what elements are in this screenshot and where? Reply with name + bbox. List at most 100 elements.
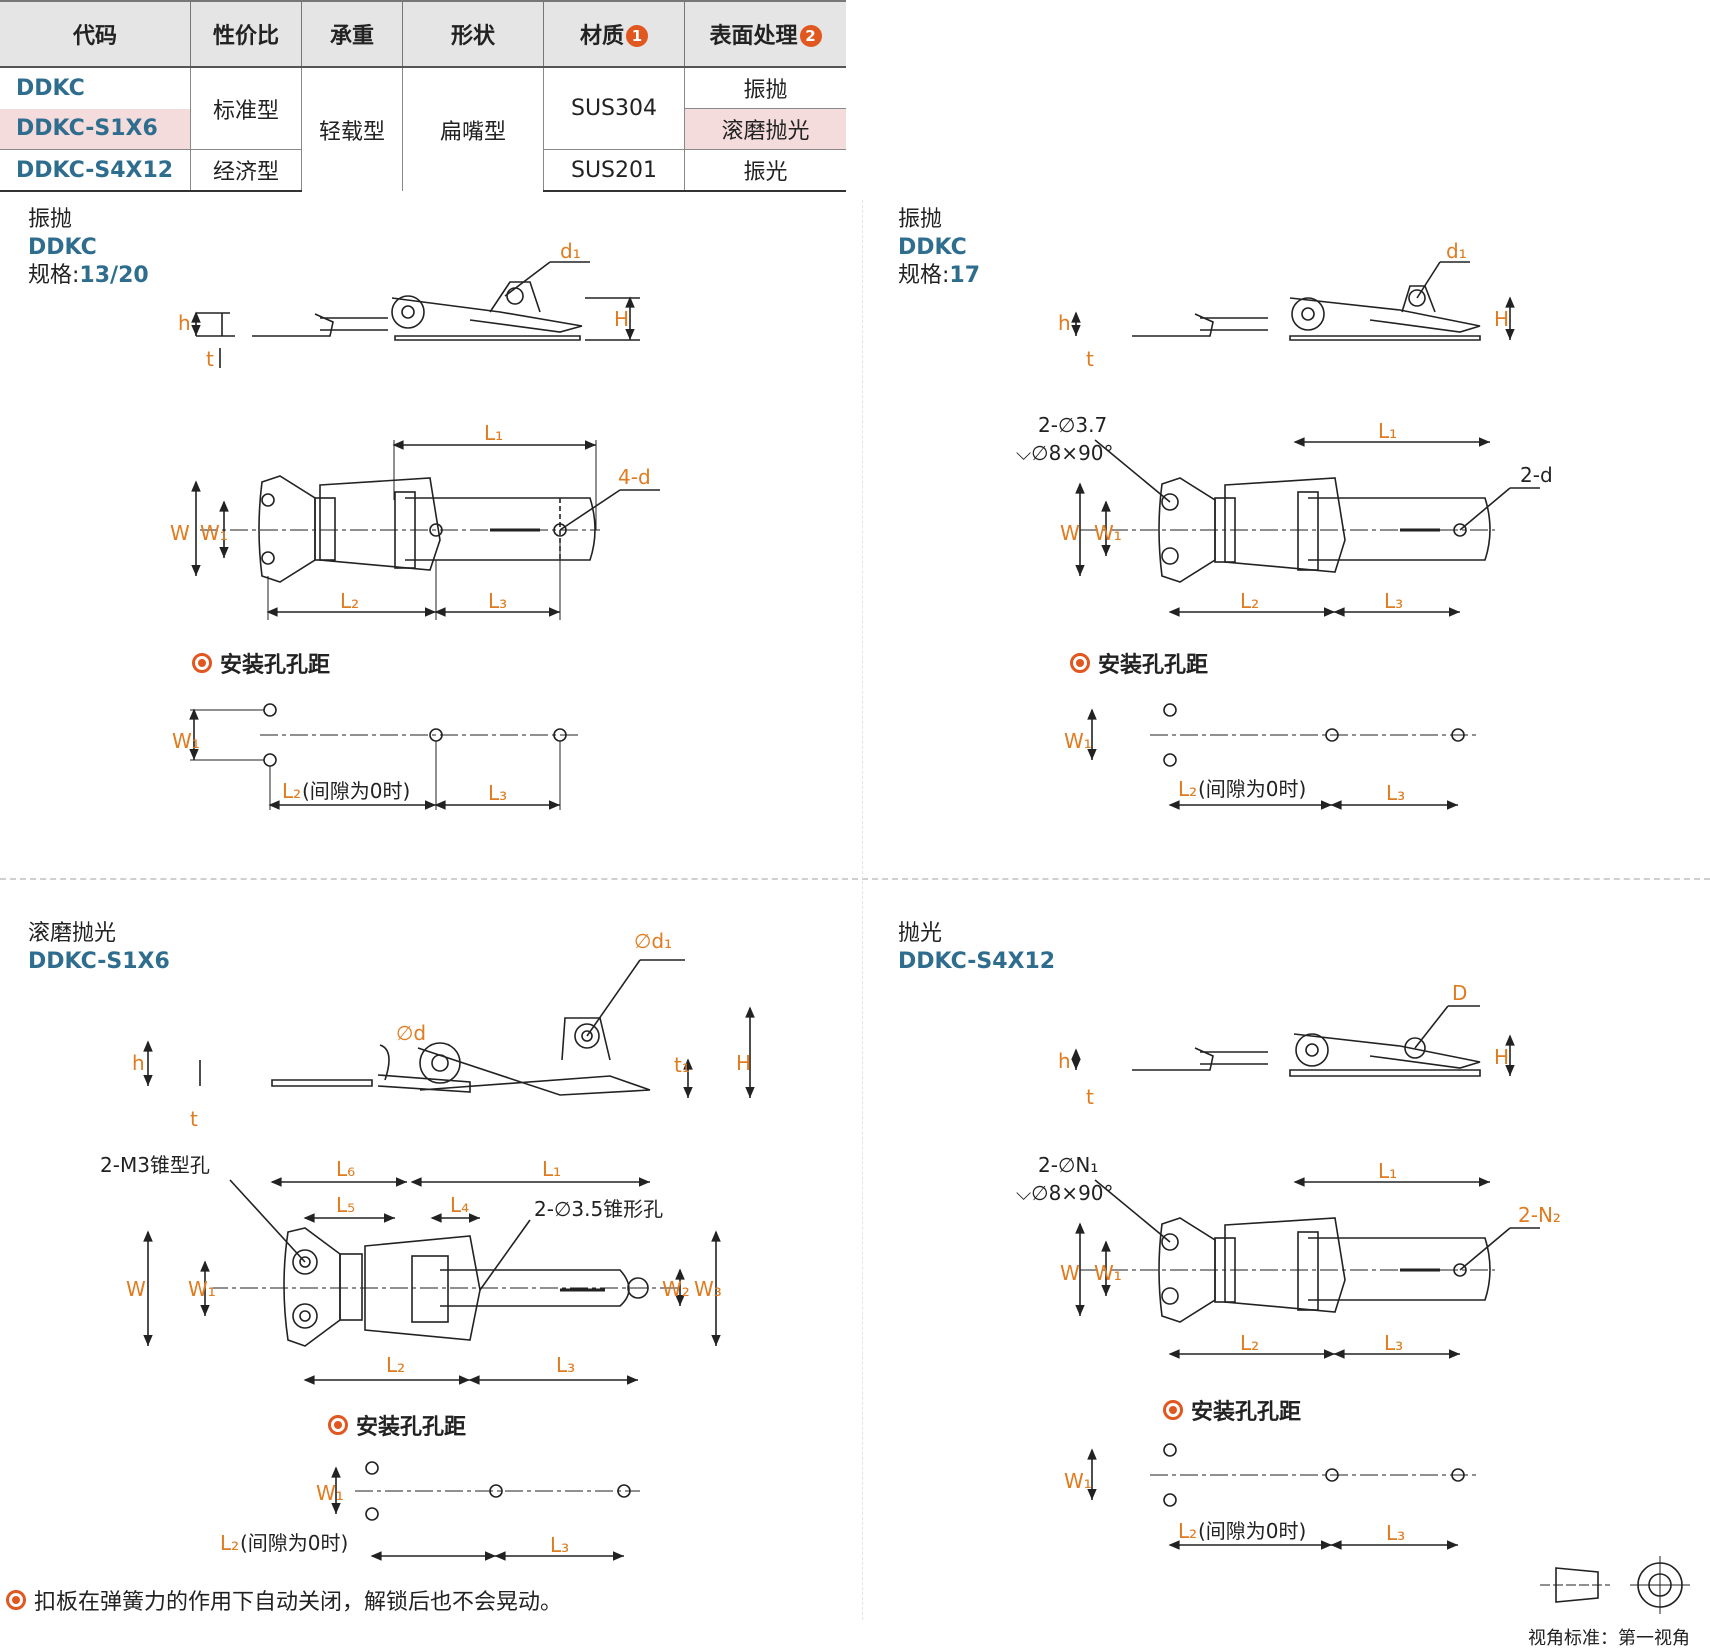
dim-taper-hole: 2-∅3.5锥形孔 (534, 1197, 663, 1221)
surface-cell: 振抛 (684, 67, 846, 109)
dim-L3: L₃ (1384, 1331, 1403, 1355)
dim-L2: L₂ (1240, 589, 1259, 613)
dim-hole-n1: 2-∅N₁ (1038, 1153, 1098, 1177)
bullet-icon (6, 1590, 26, 1610)
table-row: DDKC-S4X12 经济型 SUS201 振光 (0, 149, 846, 192)
dim-t: t (1086, 1085, 1094, 1109)
dim-t: t (206, 347, 214, 371)
header-code: 代码 (0, 0, 191, 68)
surface-cell: 滚磨抛光 (684, 108, 846, 150)
table-row: DDKC 标准型 轻载型 扁嘴型 SUS304 振抛 (0, 67, 846, 191)
shape-cell: 扁嘴型 (402, 67, 544, 191)
dim-h: h (132, 1051, 145, 1075)
dim-L2: L₂ (1178, 777, 1197, 801)
code-cell: DDKC (16, 75, 85, 101)
dim-4d: 4-d (618, 465, 651, 489)
dim-d1: d₁ (560, 239, 581, 263)
dim-L1: L₁ (484, 421, 503, 445)
dim-L1: L₁ (542, 1157, 561, 1181)
bullet-icon (328, 1415, 348, 1435)
dim-W: W (1060, 1261, 1080, 1285)
dim-L2: L₂ (386, 1353, 405, 1377)
dim-W1: W₁ (200, 521, 228, 545)
code-cell: DDKC-S1X6 (0, 108, 191, 150)
gap-note: (间隙为0时) (302, 779, 410, 803)
dim-W1: W₁ (316, 1481, 344, 1505)
finish-label: 振抛 (898, 207, 943, 232)
dim-W1: W₁ (1064, 1469, 1092, 1493)
dim-h: h (178, 311, 191, 335)
dim-D: D (1452, 981, 1467, 1005)
dim-t: t (1086, 347, 1094, 371)
panel-2-label: 振抛 DDKC 规格:17 (898, 206, 980, 290)
product-code: DDKC-S4X12 (898, 949, 1056, 974)
material-badge: 1 (626, 25, 648, 47)
dim-phi-d1: ∅d₁ (634, 929, 672, 953)
dim-2d: 2-d (1520, 463, 1553, 487)
header-cost: 性价比 (190, 0, 302, 68)
dim-L2: L₂ (282, 779, 301, 803)
spec-value: 17 (949, 263, 981, 288)
dim-L2: L₂ (220, 1531, 239, 1555)
dim-H: H (1494, 307, 1509, 331)
cost-cell: 标准型 (190, 67, 302, 150)
dim-L2: L₂ (1240, 1331, 1259, 1355)
column-divider (862, 200, 863, 1620)
install-label-2: 安装孔孔距 (1070, 647, 1208, 679)
product-code: DDKC (898, 235, 967, 260)
dim-W: W (126, 1277, 146, 1301)
dim-W1: W₁ (1094, 1261, 1122, 1285)
dim-W1: W₁ (188, 1277, 216, 1301)
dim-W1: W₁ (1094, 521, 1122, 545)
dim-d1: d₁ (1446, 239, 1467, 263)
gap-note: (间隙为0时) (240, 1531, 348, 1555)
dim-2-N2: 2-N₂ (1518, 1203, 1561, 1227)
finish-label: 抛光 (898, 921, 943, 946)
dim-L3: L₃ (1386, 1521, 1405, 1545)
view-standard-label: 视角标准：第一视角 (1528, 1628, 1690, 1649)
dim-h: h (1058, 1049, 1071, 1073)
install-label-4: 安装孔孔距 (1163, 1394, 1301, 1426)
dim-L3: L₃ (1384, 589, 1403, 613)
cost-cell: 经济型 (190, 149, 302, 192)
section-divider (0, 878, 1710, 880)
dim-L2: L₂ (340, 589, 359, 613)
dim-W2: W₂ (662, 1277, 690, 1301)
dim-H: H (736, 1051, 751, 1075)
dim-H: H (614, 307, 629, 331)
product-code: DDKC (28, 235, 97, 260)
finish-label: 振抛 (28, 207, 73, 232)
dim-t1: t₁ (674, 1053, 690, 1077)
dimension-labels: h t H d₁ L₁ W W₁ L₂ L₃ 4-d W₁ L₂ (间隙为0时)… (100, 239, 1561, 1557)
spec-value: 13/20 (79, 263, 149, 288)
dim-phi-d: ∅d (396, 1021, 426, 1045)
panel-4-drawings (1071, 1005, 1540, 1550)
dim-L3: L₃ (556, 1353, 575, 1377)
dim-h: h (1058, 311, 1071, 335)
dim-W: W (1060, 521, 1080, 545)
panel-1-side-view (191, 261, 640, 368)
dim-L6: L₆ (336, 1157, 355, 1181)
gap-note: (间隙为0时) (1198, 777, 1306, 801)
finish-label: 滚磨抛光 (28, 921, 117, 946)
spec-label: 规格: (898, 263, 950, 288)
panel-1-label: 振抛 DDKC 规格:13/20 (28, 206, 149, 290)
product-code: DDKC-S1X6 (28, 949, 170, 974)
bullet-icon (192, 653, 212, 673)
dim-hole: 2-∅3.7 (1038, 413, 1107, 437)
dim-L4: L₄ (450, 1193, 469, 1217)
dim-W3: W₃ (694, 1277, 722, 1301)
material-cell: SUS201 (543, 149, 685, 192)
header-shape: 形状 (402, 0, 544, 68)
install-label-1: 安装孔孔距 (192, 647, 330, 679)
panel-1-top-view (191, 440, 660, 620)
dim-W: W (170, 521, 190, 545)
surface-badge: 2 (799, 25, 822, 47)
dim-L1: L₁ (1378, 419, 1397, 443)
panel-1-install (189, 703, 580, 810)
dim-W1: W₁ (172, 729, 200, 753)
